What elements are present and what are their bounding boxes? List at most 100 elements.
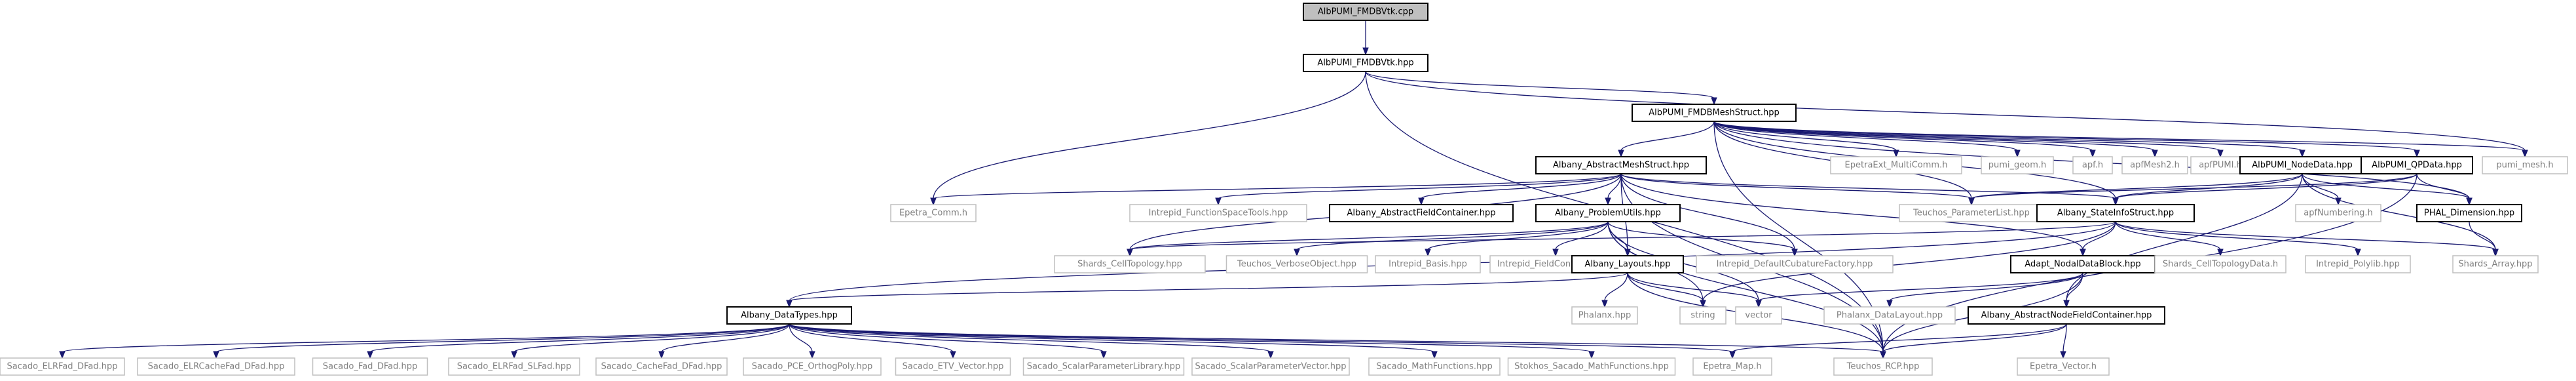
edge-albany-datatypes-hpp-to-epetra-map-h [789,323,1736,359]
node-albpumi-qpdata-hpp[interactable]: AlbPUMI_QPData.hpp [2361,156,2473,174]
node-albany-problemutils-hpp[interactable]: Albany_ProblemUtils.hpp [1535,204,1681,222]
node-label: Sacado_CacheFad_DFad.hpp [601,362,722,372]
node-albany-layouts-hpp[interactable]: Albany_Layouts.hpp [1571,255,1684,273]
node-pumi-geom-h: pumi_geom.h [1981,156,2054,174]
node-teuchos-verboseobject-hpp: Teuchos_VerboseObject.hpp [1225,255,1368,273]
node-epetra-map-h: Epetra_Map.h [1692,357,1772,376]
node-label: Teuchos_ParameterList.hpp [1913,209,2030,218]
node-stokhos-sacado-mathfunctions-hpp: Stokhos_Sacado_MathFunctions.hpp [1507,357,1676,376]
node-label: Sacado_ScalarParameterLibrary.hpp [1027,362,1180,372]
edge-albany-abstractmeshstruct-hpp-to-albany-abstractfieldcontainer-hpp [1418,173,1622,206]
node-box [0,357,125,376]
node-box [2482,156,2568,174]
edge-albpumi-qpdata-hpp-to-teuchos-parameterlist-hpp [1968,173,2417,206]
node-sacado-elrfad-dfad-hpp: Sacado_ELRFad_DFad.hpp [0,357,125,376]
node-label: Teuchos_RCP.hpp [1846,362,1920,372]
node-teuchos-rcp-hpp: Teuchos_RCP.hpp [1833,357,1933,376]
edge-albpumi-fmdbmeshstruct-hpp-to-albpumi-nodedata-hpp [1713,121,2305,158]
nodes-layer: AlbPUMI_FMDBVtk.cppAlbPUMI_FMDBVtk.hppAl… [0,3,2568,376]
node-albpumi-fmdbmeshstruct-hpp[interactable]: AlbPUMI_FMDBMeshStruct.hpp [1632,104,1797,122]
edge-albpumi-fmdbmeshstruct-hpp-to-apfmesh2-h [1713,121,2158,158]
edge-albany-abstractnodefieldcontainer-hpp-to-epetra-vector-h [2060,323,2067,359]
node-albany-abstractnodefieldcontainer-hpp[interactable]: Albany_AbstractNodeFieldContainer.hpp [1968,306,2165,325]
edge-albany-problemutils-hpp-to-teuchos-verboseobject-hpp [1294,221,1609,257]
node-box [1679,306,1727,325]
node-label: Albany_StateInfoStruct.hpp [2057,209,2174,218]
edge-albany-datatypes-hpp-to-teuchos-rcp-hpp [789,323,1886,359]
node-phalanx-datalayout-hpp: Phalanx_DataLayout.hpp [1823,306,1956,325]
node-label: Sacado_ScalarParameterVector.hpp [1195,362,1346,372]
node-label: Albany_AbstractMeshStruct.hpp [1553,161,1689,170]
node-box [1692,357,1772,376]
node-box [312,357,428,376]
node-box [1303,54,1428,72]
edge-albany-datatypes-hpp-to-sacado-pce-orthogpoly-hpp [789,323,815,359]
edge-albany-datatypes-hpp-to-stokhos-sacado-mathfunctions-hpp [789,323,1595,359]
node-label: Epetra_Comm.h [899,209,967,218]
node-box [1303,3,1428,21]
node-albpumi-fmdbvtk-cpp[interactable]: AlbPUMI_FMDBVtk.cpp [1303,3,1428,21]
node-label: apfNumbering.h [2304,209,2373,218]
edge-albpumi-fmdbmeshstruct-hpp-to-pumi-mesh-h [1713,121,2528,158]
node-phal-dimension-hpp[interactable]: PHAL_Dimension.hpp [2416,204,2522,222]
edge-albany-abstractmeshstruct-hpp-to-intrepid-functionspacetools-hpp [1215,173,1622,206]
node-box [890,204,977,222]
node-albpumi-fmdbvtk-hpp[interactable]: AlbPUMI_FMDBVtk.hpp [1303,54,1428,72]
node-label: Albany_AbstractNodeFieldContainer.hpp [1981,311,2152,321]
node-box [1830,156,1962,174]
node-box [2072,156,2113,174]
node-sacado-scalarparametervector-hpp: Sacado_ScalarParameterVector.hpp [1191,357,1350,376]
node-label: string [1690,311,1715,321]
node-adapt-nodaldatablock-hpp[interactable]: Adapt_NodalDataBlock.hpp [2010,255,2156,273]
node-box [1535,156,1707,174]
node-box [2295,204,2381,222]
node-box [1129,204,1307,222]
edge-albany-layouts-hpp-to-albany-datatypes-hpp [786,272,1628,308]
edge-albany-layouts-hpp-to-phalanx-hpp [1601,272,1628,308]
node-epetra-vector-h: Epetra_Vector.h [2017,357,2110,376]
node-albany-datatypes-hpp[interactable]: Albany_DataTypes.hpp [726,306,852,325]
node-box [1507,357,1676,376]
node-box [1823,306,1956,325]
edge-albany-problemutils-hpp-to-intrepid-basis-hpp [1425,221,1609,257]
edge-albany-stateinfostruct-hpp-to-adapt-nodaldatablock-hpp [2080,221,2116,257]
node-box [2452,255,2539,273]
node-label: apfMesh2.h [2130,161,2180,170]
node-intrepid-defaultcubaturefactory-hpp: Intrepid_DefaultCubatureFactory.hpp [1696,255,1894,273]
node-label: Albany_ProblemUtils.hpp [1555,209,1661,218]
edge-albpumi-fmdbvtk-hpp-to-albpumi-fmdbmeshstruct-hpp [1365,71,1717,106]
node-sacado-elrcachefad-dfad-hpp: Sacado_ELRCacheFad_DFad.hpp [137,357,295,376]
node-label: Phalanx.hpp [1578,311,1631,321]
edge-albany-abstractnodefieldcontainer-hpp-to-teuchos-rcp-hpp [1880,323,2067,359]
node-label: Sacado_Fad_DFad.hpp [323,362,417,372]
node-intrepid-functionspacetools-hpp: Intrepid_FunctionSpaceTools.hpp [1129,204,1307,222]
node-albany-stateinfostruct-hpp[interactable]: Albany_StateInfoStruct.hpp [2036,204,2195,222]
node-albpumi-nodedata-hpp[interactable]: AlbPUMI_NodeData.hpp [2239,156,2365,174]
node-intrepid-basis-hpp: Intrepid_Basis.hpp [1375,255,1481,273]
node-box [2361,156,2473,174]
node-box [1632,104,1797,122]
edge-albpumi-fmdbmeshstruct-hpp-to-albpumi-qpdata-hpp [1713,121,2420,158]
edge-albpumi-fmdbmeshstruct-hpp-to-epetraext-multicomm-h [1713,121,1899,158]
node-sacado-scalarparameterlibrary-hpp: Sacado_ScalarParameterLibrary.hpp [1022,357,1185,376]
edge-albany-abstractmeshstruct-hpp-to-albany-stateinfostruct-hpp [1620,173,2119,206]
node-label: Sacado_MathFunctions.hpp [1376,362,1493,372]
node-albany-abstractmeshstruct-hpp[interactable]: Albany_AbstractMeshStruct.hpp [1535,156,1707,174]
node-box [2239,156,2365,174]
node-box [1968,306,2165,325]
node-label: pumi_geom.h [1988,161,2047,170]
node-label: AlbPUMI_QPData.hpp [2372,161,2462,170]
node-sacado-elrfad-slfad-hpp: Sacado_ELRFad_SLFad.hpp [448,357,580,376]
node-box [2017,357,2110,376]
node-box [743,357,882,376]
node-label: Shards_CellTopology.hpp [1077,260,1182,270]
node-shards-celltopology-hpp: Shards_CellTopology.hpp [1054,255,1206,273]
node-albany-abstractfieldcontainer-hpp[interactable]: Albany_AbstractFieldContainer.hpp [1329,204,1514,222]
node-label: Teuchos_VerboseObject.hpp [1237,260,1356,270]
node-label: Albany_AbstractFieldContainer.hpp [1347,209,1496,218]
node-teuchos-parameterlist-hpp: Teuchos_ParameterList.hpp [1899,204,2044,222]
edge-albany-problemutils-hpp-to-intrepid-fieldcontainer-hpp [1552,221,1609,257]
node-phalanx-hpp: Phalanx.hpp [1571,306,1638,325]
edge-albpumi-qpdata-hpp-to-phal-dimension-hpp [2416,173,2473,206]
edge-albpumi-fmdbvtk-hpp-to-epetra-comm-h [930,71,1366,206]
